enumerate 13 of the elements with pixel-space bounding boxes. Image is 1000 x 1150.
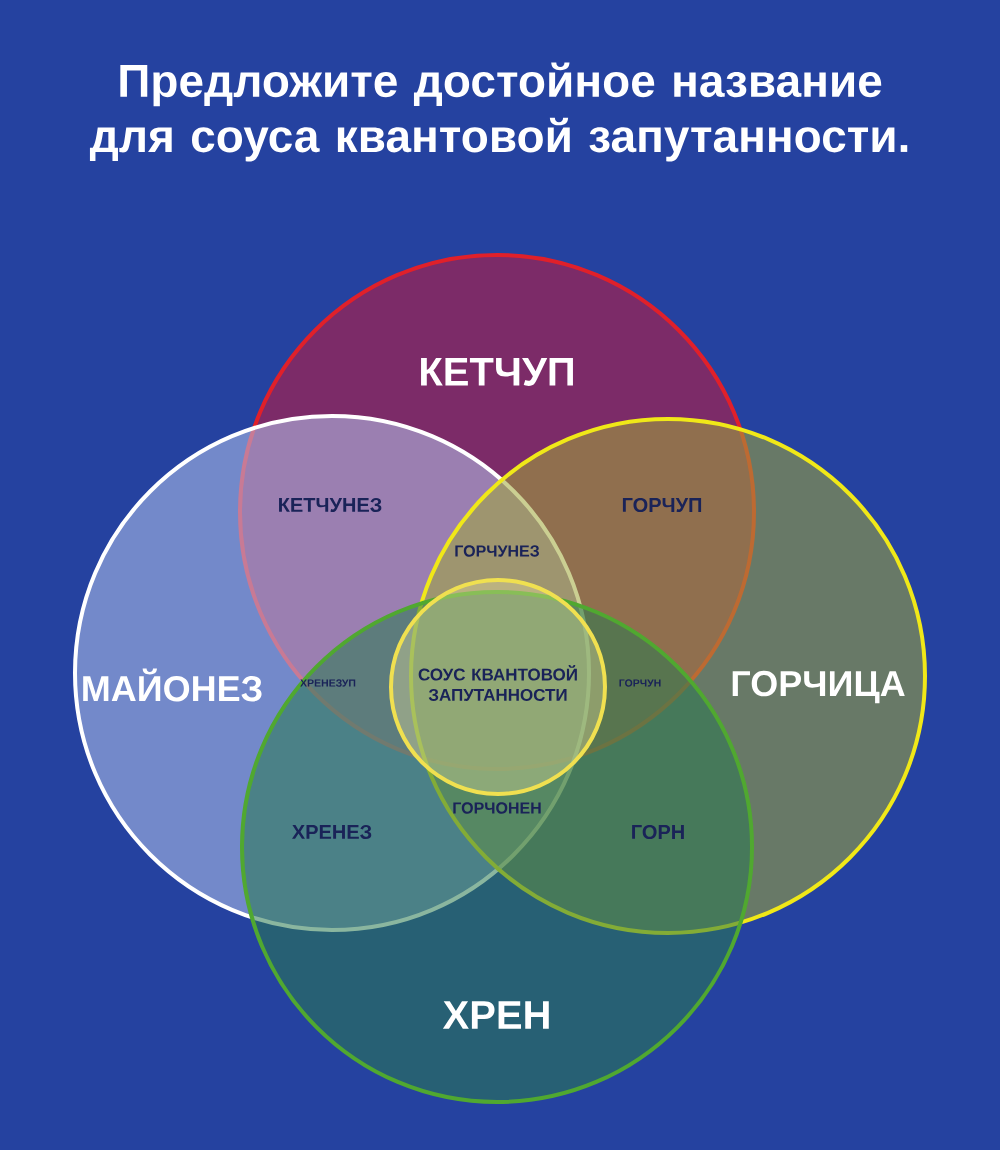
overlap-label: ГОРН — [632, 824, 684, 840]
circle-label: КЕТЧУП — [421, 358, 573, 386]
circle-label: СОУС КВАНТОВОЙ ЗАПУТАННОСТИ — [418, 665, 577, 701]
overlap-label: ГОРЧОНЕН — [453, 802, 541, 814]
overlap-label: ГОРЧУНЕЗ — [455, 545, 539, 557]
circle-label: ГОРЧИЦА — [732, 670, 905, 704]
overlap-label: КЕТЧУНЕЗ — [279, 497, 382, 513]
overlap-label: ГОРЧУН — [619, 679, 661, 687]
circle-label: МАЙОНЕЗ — [83, 668, 262, 702]
overlap-label: ХРЕНЕЗ — [292, 824, 372, 840]
circle-label: ХРЕН — [442, 1001, 549, 1029]
overlap-label: ГОРЧУП — [622, 497, 702, 513]
title: Предложите достойное название для соуса квантовой запутанности. — [89, 62, 908, 162]
